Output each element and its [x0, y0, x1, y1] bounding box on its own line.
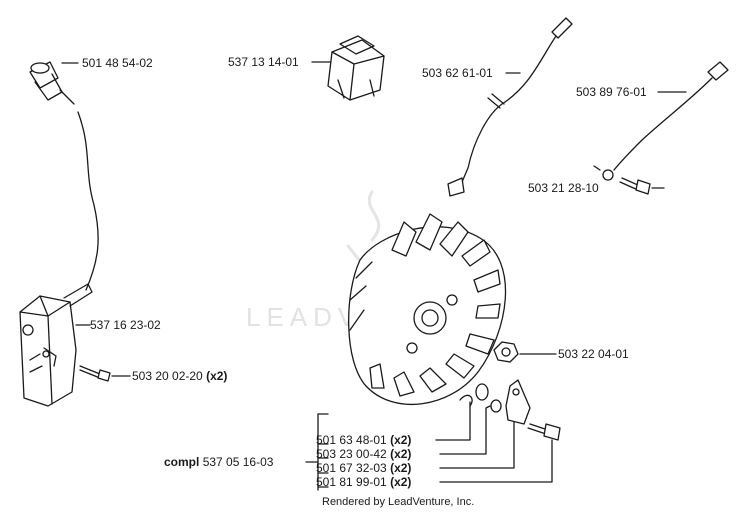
- part-number: 537 16 23-02: [90, 318, 161, 332]
- part-number: 501 63 48-01: [316, 433, 387, 447]
- part-quantity: (x2): [206, 369, 228, 383]
- spark-plug-boot: [29, 61, 75, 105]
- pawl-screw: [527, 423, 561, 441]
- footer-credit: Rendered by LeadVenture, Inc.: [322, 496, 475, 508]
- part-label-503-62-61-01: 503 62 61-01: [422, 66, 493, 80]
- part-quantity: (x2): [390, 461, 412, 475]
- starter-pawl: [505, 379, 531, 425]
- part-label-503-23-00-42: 503 23 00-42 (x2): [316, 447, 411, 461]
- flywheel: [348, 213, 507, 406]
- part-label-501-63-48-01: 501 63 48-01 (x2): [316, 433, 411, 447]
- kit-prefix: compl: [164, 455, 200, 469]
- part-number: 501 81 99-01: [316, 475, 387, 489]
- module-screw: [79, 365, 111, 382]
- part-label-501-81-99-01: 501 81 99-01 (x2): [316, 475, 411, 489]
- washer: [475, 383, 489, 401]
- flywheel-nut: [493, 341, 519, 363]
- leader-line: [435, 401, 471, 441]
- cable-b: [593, 61, 729, 181]
- part-number: 537 13 14-01: [228, 55, 299, 69]
- ignition-module: [19, 283, 93, 407]
- part-label-537-16-23-02: 537 16 23-02: [90, 318, 161, 332]
- kit-label: compl 537 05 16-03: [164, 455, 273, 469]
- part-label-501-67-32-03: 501 67 32-03 (x2): [316, 461, 411, 475]
- part-number: 503 21 28-10: [528, 181, 599, 195]
- stop-switch: [327, 35, 385, 101]
- part-label-503-21-28-10: 503 21 28-10: [528, 181, 599, 195]
- part-label-503-20-02-20: 503 20 02-20 (x2): [132, 369, 227, 383]
- circlip: [459, 394, 473, 407]
- part-label-503-89-76-01: 503 89 76-01: [576, 85, 647, 99]
- part-quantity: (x2): [390, 433, 412, 447]
- part-number: 503 89 76-01: [576, 85, 647, 99]
- spring-washer: [490, 399, 502, 413]
- ground-screw: [619, 177, 651, 195]
- part-number: 503 23 00-42: [316, 447, 387, 461]
- ignition-lead: [77, 111, 99, 291]
- part-label-503-22-04-01: 503 22 04-01: [558, 347, 629, 361]
- part-number: 501 67 32-03: [316, 461, 387, 475]
- cable-a: [447, 17, 573, 197]
- kit-number: 537 05 16-03: [202, 455, 274, 469]
- leader-line: [439, 421, 515, 469]
- part-quantity: (x2): [390, 475, 412, 489]
- part-number: 503 20 02-20: [132, 369, 203, 383]
- part-label-537-13-14-01: 537 13 14-01: [228, 55, 299, 69]
- part-number: 501 48 54-02: [82, 56, 153, 70]
- part-number: 503 22 04-01: [558, 347, 629, 361]
- kit-bracket: [305, 413, 329, 491]
- part-number: 503 62 61-01: [422, 66, 493, 80]
- part-quantity: (x2): [390, 447, 412, 461]
- leader-line: [439, 439, 553, 483]
- leader-line: [439, 405, 491, 455]
- part-label-501-48-54-02: 501 48 54-02: [82, 56, 153, 70]
